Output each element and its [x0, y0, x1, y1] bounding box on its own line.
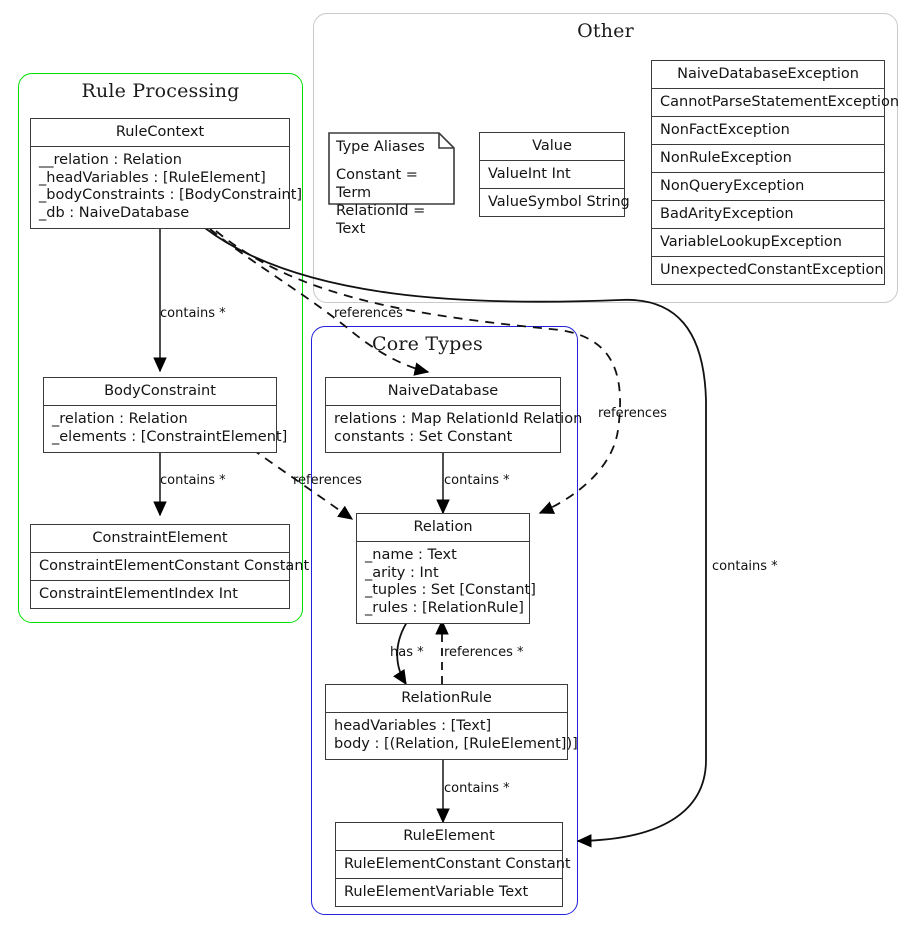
edge-label-naivedatabase-relation: contains * [444, 473, 510, 488]
class-value[interactable]: Value ValueInt Int ValueSymbol String [479, 132, 630, 217]
class-constraint-element-row: ConstraintElementIndex Int [39, 586, 238, 602]
edge-label-rulecontext-naivedatabase: references [334, 306, 403, 321]
note-line: RelationId = Text [336, 203, 426, 237]
class-constraint-element-row: ConstraintElementConstant Constant [31, 553, 309, 581]
class-exceptions-row: UnexpectedConstantException [660, 262, 884, 278]
attr: body : [(Relation, [RuleElement])] [334, 735, 578, 752]
class-rule-element-row: RuleElementVariable Text [344, 884, 529, 900]
attr: _rules : [RelationRule] [365, 599, 524, 616]
class-exceptions-row: NonQueryException [652, 173, 884, 201]
class-relation-name: Relation [357, 514, 529, 542]
attr: _bodyConstraints : [BodyConstraint] [39, 187, 303, 203]
edge-label-rulecontext-relation: references [598, 406, 667, 421]
attr: _arity : Int [365, 564, 439, 581]
edge-label-rulecontext-ruleelement: contains * [712, 559, 778, 574]
note-type-aliases: Type Aliases Constant = Term RelationId … [328, 132, 455, 237]
class-rule-context-name: RuleContext [31, 119, 289, 147]
note-type-aliases-body: Type Aliases Constant = Term RelationId … [328, 132, 455, 237]
class-rule-element[interactable]: RuleElement RuleElementConstant Constant… [335, 822, 571, 907]
package-core-types-title: Core Types [372, 333, 483, 355]
attr: _tuples : Set [Constant] [365, 582, 536, 598]
class-naive-database[interactable]: NaiveDatabase relations : Map RelationId… [325, 377, 583, 453]
edge-label-relationrule-ruleelement: contains * [444, 781, 510, 796]
attr: _relation : Relation [52, 411, 188, 427]
class-exceptions-row: CannotParseStatementException [652, 89, 899, 117]
class-rule-context-attrs: __relation : Relation _headVariables : [… [31, 147, 303, 228]
class-relation-rule-name: RelationRule [326, 685, 567, 713]
attr: _db : NaiveDatabase [39, 204, 190, 221]
class-relation-rule[interactable]: RelationRule headVariables : [Text] body… [325, 684, 578, 760]
attr: constants : Set Constant [334, 428, 513, 445]
package-other-title: Other [577, 20, 634, 42]
class-body-constraint-attrs: _relation : Relation _elements : [Constr… [44, 406, 288, 452]
class-naive-database-attrs: relations : Map RelationId Relation cons… [326, 406, 583, 452]
class-value-row: ValueInt Int [480, 161, 624, 189]
class-exceptions-name: NaiveDatabaseException [652, 61, 884, 89]
class-relation-rule-attrs: headVariables : [Text] body : [(Relation… [326, 713, 578, 759]
class-naive-database-name: NaiveDatabase [326, 378, 560, 406]
attr: headVariables : [Text] [334, 718, 492, 734]
class-rule-element-row: RuleElementConstant Constant [336, 851, 571, 879]
class-relation[interactable]: Relation _name : Text _arity : Int _tupl… [356, 513, 536, 624]
class-rule-context[interactable]: RuleContext __relation : Relation _headV… [30, 118, 303, 229]
class-exceptions-row: NonRuleException [652, 145, 884, 173]
class-value-row: ValueSymbol String [488, 194, 630, 210]
spacer [336, 156, 447, 166]
edge-label-bodyconstraint-constraintelement: contains * [160, 473, 226, 488]
note-line: Constant = Term [336, 167, 418, 201]
class-rule-element-name: RuleElement [336, 823, 562, 851]
edge-label-relation-relationrule: has * [390, 645, 424, 660]
note-title: Type Aliases [336, 139, 425, 155]
class-value-name: Value [480, 133, 624, 161]
class-body-constraint[interactable]: BodyConstraint _relation : Relation _ele… [43, 377, 288, 453]
edge-label-relationrule-relation: references * [444, 645, 524, 660]
note-shape [328, 132, 455, 205]
class-exceptions[interactable]: NaiveDatabaseException CannotParseStatem… [651, 60, 899, 285]
attr: _name : Text [365, 547, 457, 563]
class-body-constraint-name: BodyConstraint [44, 378, 276, 406]
class-relation-attrs: _name : Text _arity : Int _tuples : Set … [357, 542, 536, 623]
class-exceptions-row: VariableLookupException [652, 229, 884, 257]
class-exceptions-row: NonFactException [652, 117, 884, 145]
attr: __relation : Relation [39, 152, 182, 168]
class-constraint-element-name: ConstraintElement [31, 525, 289, 553]
class-exceptions-row: BadArityException [652, 201, 884, 229]
attr: relations : Map RelationId Relation [334, 411, 583, 427]
attr: _headVariables : [RuleElement] [39, 169, 266, 186]
attr: _elements : [ConstraintElement] [52, 428, 288, 445]
package-rule-processing-title: Rule Processing [81, 80, 240, 102]
class-constraint-element[interactable]: ConstraintElement ConstraintElementConst… [30, 524, 309, 609]
edge-label-rulecontext-bodyconstraint: contains * [160, 306, 226, 321]
edge-label-bodyconstraint-relation: references [293, 473, 362, 488]
